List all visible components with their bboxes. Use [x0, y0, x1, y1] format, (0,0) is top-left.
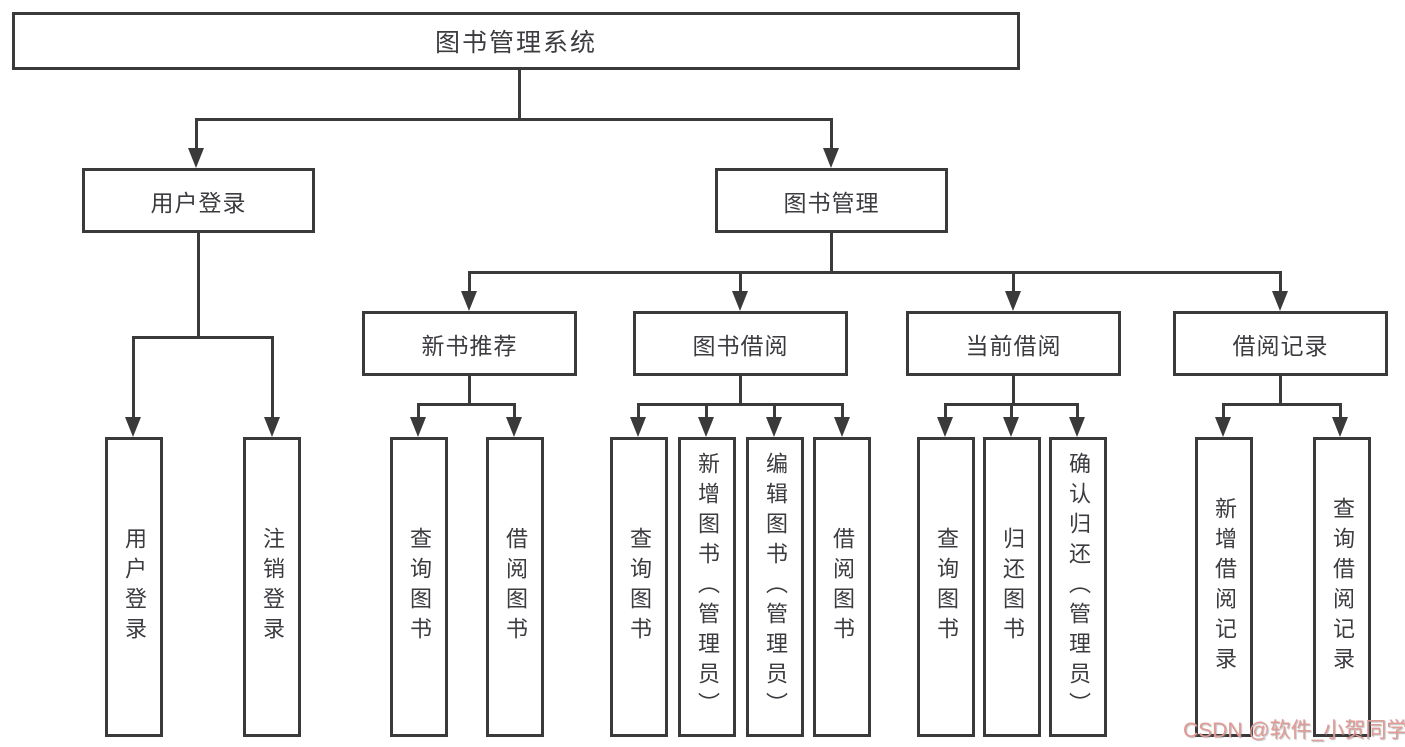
connector-borrow-records-split [1222, 403, 1342, 406]
node-current-borrowing: 当前借阅 [906, 311, 1121, 376]
leaf-confirm-return-admin: 确认归还（管理员） [1049, 437, 1107, 737]
arrowhead-bb-add [698, 417, 714, 437]
arrowhead-borrow-records [1272, 291, 1288, 311]
node-new-book-recommendation: 新书推荐 [362, 311, 577, 376]
connector-drop-cb-confirm [1076, 403, 1079, 419]
connector-drop-cb-query [944, 403, 947, 419]
leaf-query-books-current: 查询图书 [917, 437, 975, 737]
connector-drop-bb-edit [773, 403, 776, 419]
arrowhead-cb-return [1003, 417, 1019, 437]
arrowhead-book-borrow [732, 291, 748, 311]
arrowhead-leaf-logout [264, 417, 280, 437]
connector-drop-borrow-records [1279, 271, 1282, 292]
connector-borrow-records-stub [1279, 376, 1282, 406]
arrowhead-book-management [823, 148, 839, 168]
connector-drop-bb-query [637, 403, 640, 419]
node-label: 借阅记录 [1232, 332, 1329, 359]
leaf-user-login: 用户登录 [105, 437, 163, 737]
connector-current-borrow-stub [1012, 376, 1015, 406]
node-label: 查询图书 [934, 527, 959, 647]
node-library-management-system: 图书管理系统 [12, 12, 1020, 70]
connector-drop-new-book [468, 271, 471, 292]
connector-drop-br-query [1339, 403, 1342, 419]
node-label: 借阅图书 [503, 527, 528, 647]
node-label: 确认归还（管理员） [1066, 452, 1091, 722]
connector-drop-leaf-login [132, 336, 135, 418]
node-label: 图书借阅 [692, 332, 789, 359]
arrowhead-nb-query [410, 417, 426, 437]
leaf-query-borrow-record: 查询借阅记录 [1313, 437, 1371, 737]
connector-drop-br-add [1222, 403, 1225, 419]
connector-drop-nb-query [417, 403, 420, 419]
leaf-add-books-admin: 新增图书（管理员） [678, 437, 736, 737]
node-label: 当前借阅 [965, 332, 1062, 359]
node-label: 图书管理 [783, 189, 880, 216]
connector-new-book-split [417, 403, 516, 406]
arrowhead-bb-borrow [834, 417, 850, 437]
arrowhead-bb-query [630, 417, 646, 437]
node-label: 用户登录 [150, 189, 247, 216]
connector-drop-book-management [830, 118, 833, 152]
node-label: 图书管理系统 [434, 29, 597, 57]
leaf-query-books-borrow: 查询图书 [610, 437, 668, 737]
leaf-borrow-books: 借阅图书 [813, 437, 871, 737]
arrowhead-br-add [1215, 417, 1231, 437]
node-book-borrowing: 图书借阅 [633, 311, 848, 376]
connector-drop-current-borrow [1012, 271, 1015, 292]
connector-drop-nb-borrow [513, 403, 516, 419]
node-borrowing-records: 借阅记录 [1173, 311, 1388, 376]
node-user-login: 用户登录 [82, 168, 315, 233]
connector-root-split [195, 118, 833, 121]
leaf-return-books: 归还图书 [983, 437, 1041, 737]
connector-book-borrow-stub [739, 376, 742, 406]
connector-book-borrow-split [637, 403, 844, 406]
connector-drop-user-login [195, 118, 198, 152]
node-label: 注销登录 [260, 527, 285, 647]
connector-drop-leaf-logout [271, 336, 274, 418]
leaf-add-borrow-record: 新增借阅记录 [1195, 437, 1253, 737]
connector-user-login-split [132, 336, 274, 339]
connector-drop-book-borrow [739, 271, 742, 292]
node-label: 查询借阅记录 [1330, 497, 1355, 677]
node-label: 新增图书（管理员） [695, 452, 720, 722]
csdn-watermark: CSDN @软件_小贺同学 [1183, 719, 1405, 742]
node-label: 新书推荐 [421, 332, 518, 359]
arrowhead-cb-query [937, 417, 953, 437]
node-label: 新增借阅记录 [1212, 497, 1237, 677]
leaf-query-books-recommend: 查询图书 [390, 437, 448, 737]
node-book-management: 图书管理 [715, 168, 948, 233]
arrowhead-bb-edit [766, 417, 782, 437]
arrowhead-cb-confirm [1069, 417, 1085, 437]
arrowhead-current-borrow [1005, 291, 1021, 311]
node-label: 查询图书 [627, 527, 652, 647]
arrowhead-leaf-login [125, 417, 141, 437]
node-label: 查询图书 [407, 527, 432, 647]
arrowhead-user-login [188, 148, 204, 168]
node-label: 归还图书 [1000, 527, 1025, 647]
arrowhead-new-book [461, 291, 477, 311]
connector-drop-bb-add [705, 403, 708, 419]
arrowhead-nb-borrow [506, 417, 522, 437]
connector-drop-bb-borrow [841, 403, 844, 419]
leaf-borrow-books-recommend: 借阅图书 [486, 437, 544, 737]
node-label: 编辑图书（管理员） [763, 452, 788, 722]
node-label: 借阅图书 [830, 527, 855, 647]
leaf-logout: 注销登录 [243, 437, 301, 737]
connector-book-management-split [468, 271, 1282, 274]
connector-drop-cb-return [1010, 403, 1013, 419]
connector-root-stub [518, 70, 521, 120]
leaf-edit-books-admin: 编辑图书（管理员） [746, 437, 804, 737]
arrowhead-br-query [1332, 417, 1348, 437]
connector-book-management-stub [830, 233, 833, 274]
connector-user-login-stub [197, 233, 200, 339]
node-label: 用户登录 [122, 527, 147, 647]
connector-new-book-stub [468, 376, 471, 406]
